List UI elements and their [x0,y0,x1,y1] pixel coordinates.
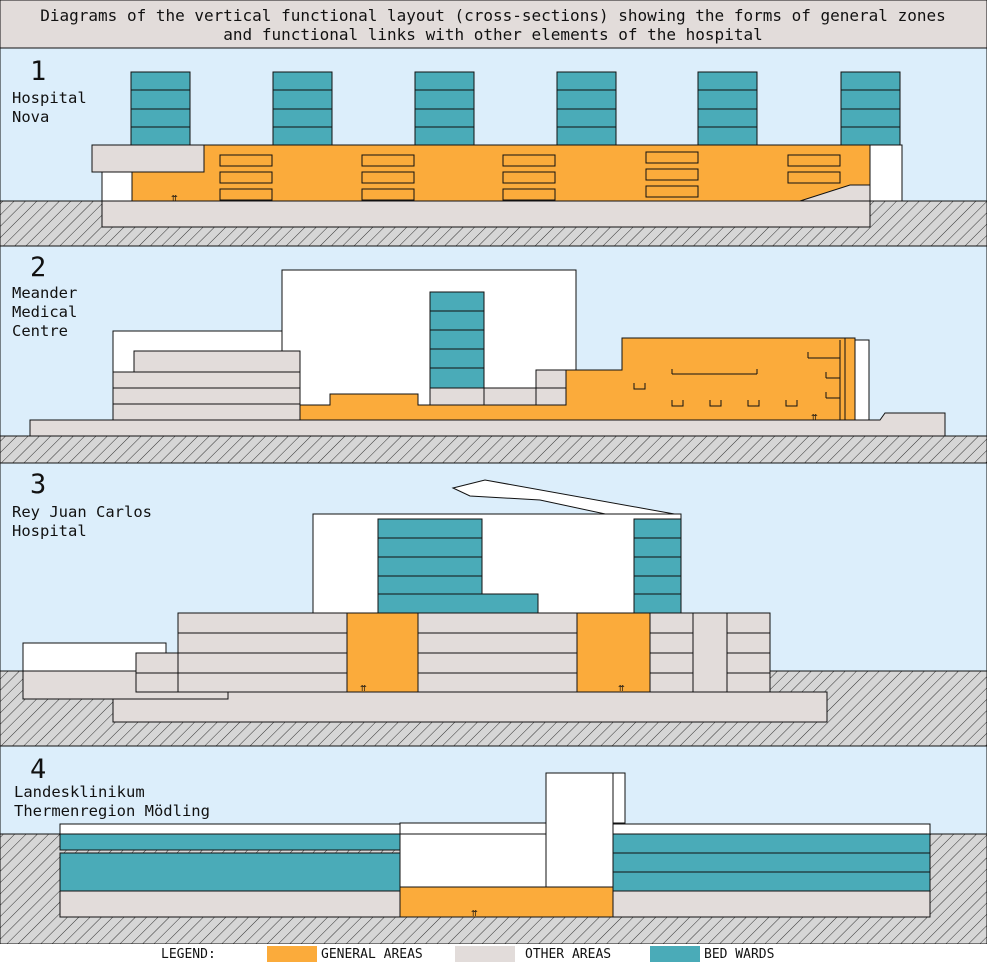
legend-item-bed-wards: BED WARDS [704,947,774,962]
panel-2-name-line-3: Centre [12,322,68,340]
panel-3-general-core-left [346,612,419,693]
panel-4-white-tower-body [545,772,614,888]
panel-1-white-left [101,171,133,202]
panel-3-bed-wards-right [633,518,682,614]
legend-swatch-general-areas [267,946,317,962]
panel-2-interior-marks [633,340,841,420]
panel-1-basement [101,200,871,228]
panel-3-name-line-1: Rey Juan Carlos [12,503,152,521]
legend-swatch-other-areas [455,946,515,962]
legend-label: LEGEND: [161,947,216,962]
panel-2-basement [29,412,946,437]
panel-1-entrance-arrows: ⇈ [171,194,178,203]
panel-4-landesklinikum-moedling: 4 Landesklinikum Thermenregion Mödling ⇈ [0,745,987,945]
title-line-2: and functional links with other elements… [223,25,762,44]
panel-2-number: 2 [30,252,46,283]
panel-1-ramp [799,184,871,202]
panel-2-other-areas-center [429,369,567,406]
panel-4-number: 4 [30,754,46,785]
panel-1-general-podium [131,144,871,202]
panel-2-other-areas-left [112,350,301,421]
panel-2-white-block-center [281,269,577,406]
panel-3-entrance-arrows-right: ⇈ [618,684,625,693]
panel-3-rey-juan-carlos-hospital: 3 Rey Juan Carlos Hospital ⇈ ⇈ [0,462,987,747]
panel-2-name-line-2: Medical [12,303,77,321]
panel-2-entrance-arrows: ⇈ [811,413,818,422]
panel-4-left-wing [59,823,401,918]
panel-3-entrance-arrows-left: ⇈ [360,684,367,693]
panel-4-name-line-2: Thermenregion Mödling [14,802,210,820]
panel-3-number: 3 [30,469,46,500]
panel-1-hospital-nova: 1 Hospital Nova [0,47,987,247]
panel-3-name-line-2: Hospital [12,522,87,540]
panel-3-general-core-right [576,612,651,693]
panel-4-white-link [399,833,547,888]
panel-2-bed-ward-tower [429,291,485,389]
panel-3-basement [112,691,828,723]
legend-item-other-areas: OTHER AREAS [525,947,611,962]
panel-2-name-line-1: Meander [12,284,77,302]
panel-4-entrance-arrows: ⇈ [471,909,478,918]
legend-item-general-areas: GENERAL AREAS [321,947,423,962]
panel-4-general-areas [399,886,614,918]
panel-1-number: 1 [30,56,46,87]
panel-1-corridor-marks [219,151,841,201]
legend-swatch-bed-wards [650,946,700,962]
panel-1-grey-canopy [91,144,205,173]
panel-2-general-edge [844,337,856,421]
panel-4-name-line-1: Landesklinikum [14,783,145,801]
panel-3-other-areas-terraces [135,612,771,693]
panel-1-bed-ward-towers [130,71,901,146]
panel-4-right-wing [612,823,931,918]
title-line-1: Diagrams of the vertical functional layo… [40,6,945,25]
panel-1-name-line-1: Hospital [12,89,87,107]
panel-2-ground [0,435,987,464]
panel-2-white-block-right [854,339,870,421]
panel-1-white-right [869,144,903,202]
panel-2-meander-medical-centre: 2 Meander Medical Centre [0,245,987,464]
panel-1-name-line-2: Nova [12,108,49,126]
legend: LEGEND: GENERAL AREAS OTHER AREAS BED WA… [0,944,987,962]
